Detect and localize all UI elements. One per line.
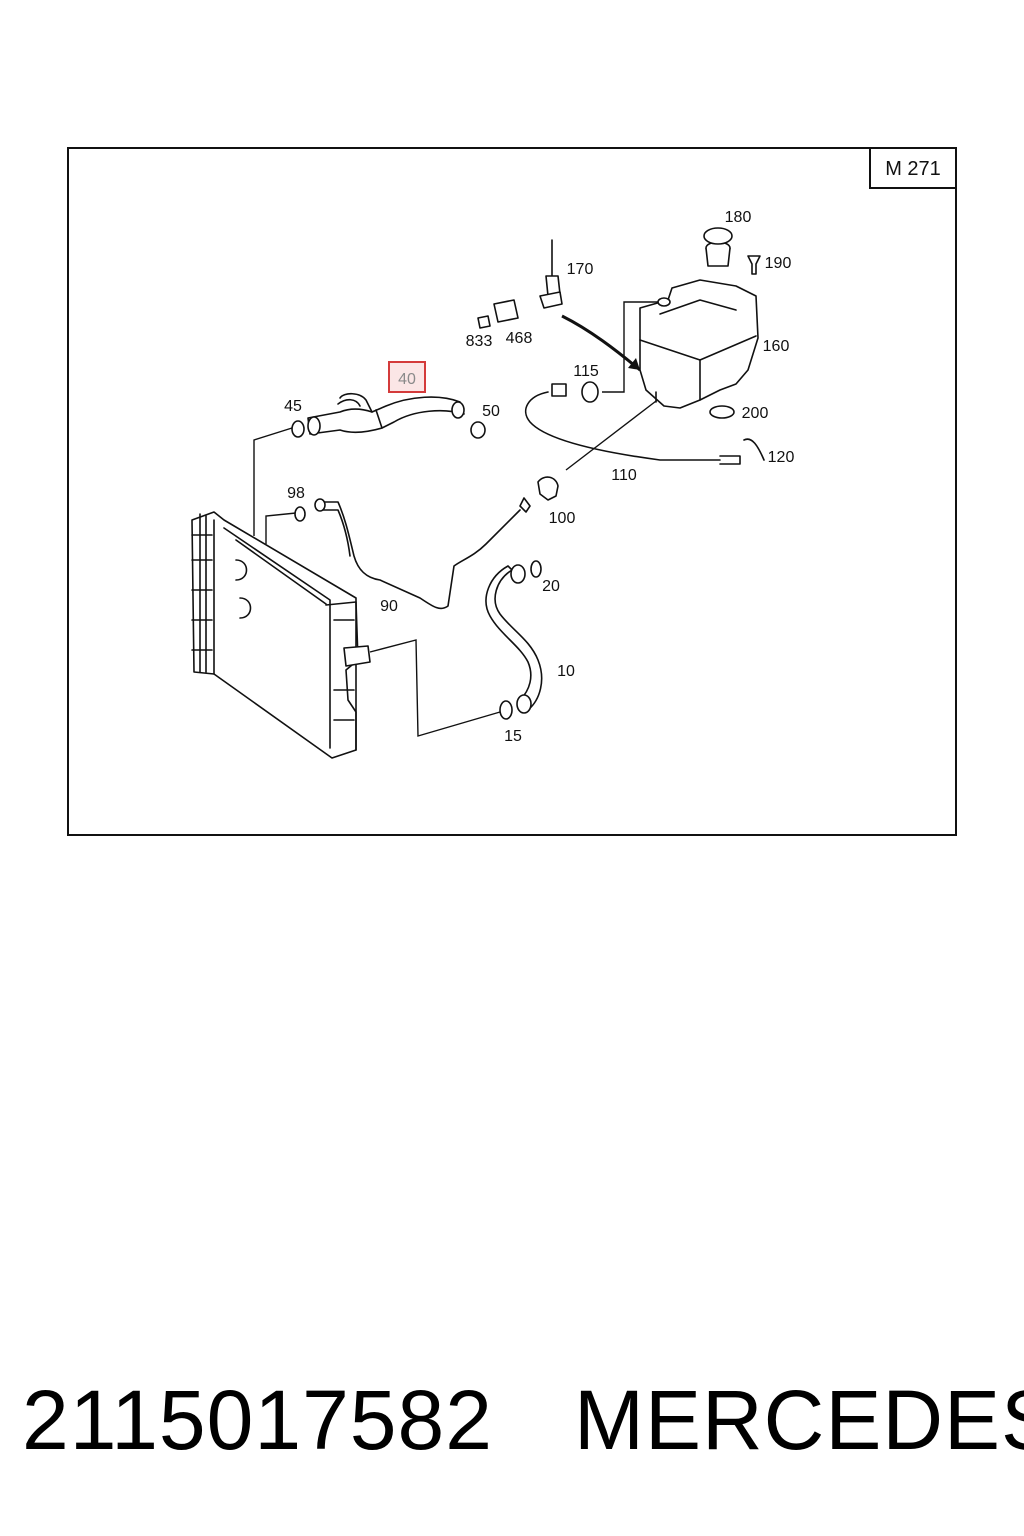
- clip-100: [537, 476, 559, 501]
- line-110: [524, 391, 721, 461]
- highlight-box: [388, 361, 426, 393]
- seal-98: [294, 506, 306, 522]
- callout-98: 98: [287, 485, 305, 502]
- callout-180: 180: [725, 209, 752, 226]
- brand-name: MERCEDES: [574, 1373, 1024, 1467]
- line-90: [319, 501, 521, 610]
- diagram-frame: [67, 147, 957, 836]
- part-number: 2115017582: [22, 1373, 493, 1467]
- callout-160: 160: [763, 338, 790, 355]
- callout-40: 40: [398, 371, 416, 388]
- callout-115: 115: [573, 363, 599, 380]
- sensor-170: [539, 239, 563, 309]
- callout-20: 20: [542, 578, 560, 595]
- hose-10: [485, 564, 543, 714]
- seal-15: [499, 700, 513, 720]
- callout-120: 120: [768, 449, 795, 466]
- leader-98: [265, 512, 297, 544]
- seal-20: [530, 560, 542, 578]
- footer-caption: 2115017582 MERCEDES: [0, 1365, 1024, 1475]
- leader-45: [253, 427, 293, 536]
- callout-50: 50: [482, 403, 500, 420]
- leader-15: [369, 639, 501, 737]
- callout-110: 110: [611, 467, 637, 484]
- seal-45: [291, 420, 305, 438]
- seal-115: [581, 381, 599, 403]
- cap-180: [703, 227, 733, 245]
- callout-170: 170: [567, 261, 594, 278]
- connector-468: [493, 299, 519, 323]
- callout-190: 190: [765, 255, 792, 272]
- callout-10: 10: [557, 663, 575, 680]
- engine-code-box: [869, 147, 957, 189]
- callout-45: 45: [284, 398, 302, 415]
- callout-833: 833: [466, 333, 493, 350]
- parts-diagram: M 271: [67, 147, 957, 836]
- callout-15: 15: [504, 728, 522, 745]
- clip-120: [743, 438, 765, 461]
- seal-50: [470, 421, 486, 439]
- hose-40: [307, 392, 465, 436]
- pin-833: [477, 315, 491, 329]
- engine-code: M 271: [885, 158, 941, 180]
- radiator: [191, 511, 371, 759]
- mount-200: [709, 405, 735, 419]
- leader-110: [565, 397, 661, 471]
- bolt-190: [747, 255, 761, 275]
- callout-100: 100: [549, 510, 576, 527]
- callout-200: 200: [742, 405, 769, 422]
- callout-90: 90: [380, 598, 398, 615]
- expansion-tank-160: [639, 241, 759, 409]
- callout-468: 468: [506, 330, 533, 347]
